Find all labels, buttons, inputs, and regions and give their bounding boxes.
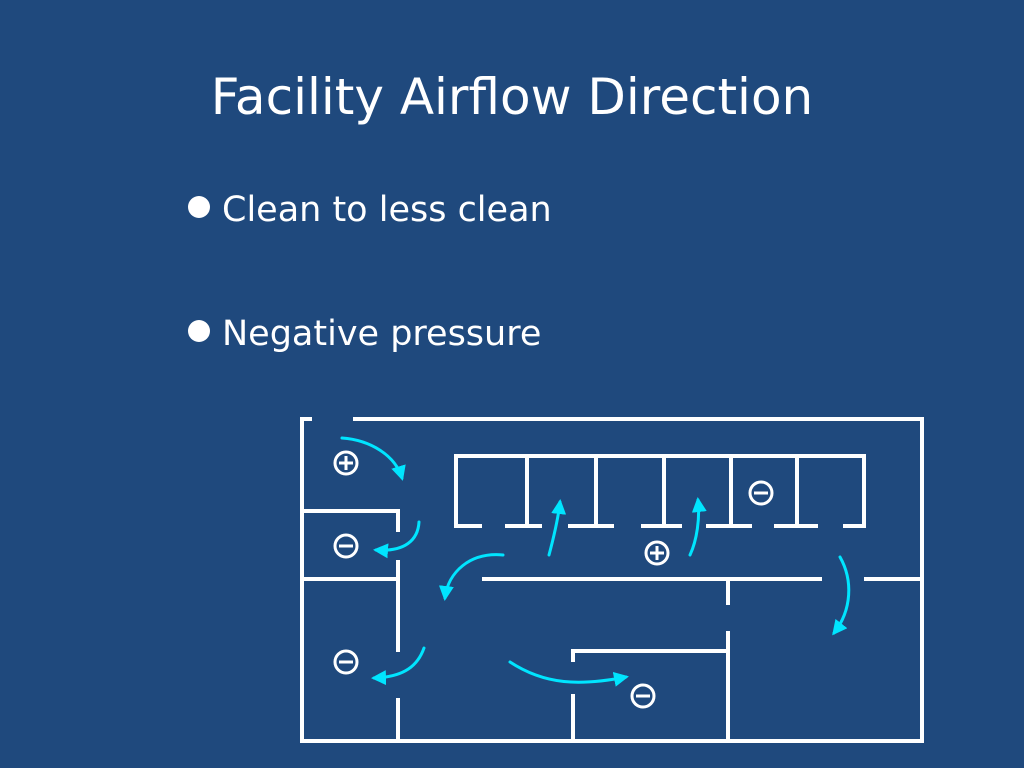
pressure-markers xyxy=(333,450,774,709)
airflow-arrow xyxy=(508,660,629,687)
upper-rooms-left xyxy=(454,454,482,528)
plus-circle-icon xyxy=(333,450,359,476)
left-room-divider-1 xyxy=(300,509,400,532)
left-room-divider-2 xyxy=(300,577,400,652)
outer-wall-top xyxy=(300,417,924,743)
upper-rooms-right xyxy=(843,454,866,528)
bullet-dot-icon xyxy=(188,320,210,342)
airflow-arrows xyxy=(340,436,851,687)
bullet-text: Negative pressure xyxy=(222,314,542,354)
minus-circle-icon xyxy=(333,533,359,559)
bullet-item: Clean to less clean xyxy=(186,186,552,234)
airflow-arrow xyxy=(438,553,505,601)
bullet-dot-icon xyxy=(188,196,210,218)
airflow-arrow xyxy=(373,520,421,559)
bullet-list: Clean to less clean Negative pressure xyxy=(186,186,552,434)
floor-plan-walls xyxy=(300,417,924,743)
minus-circle-icon xyxy=(748,480,774,506)
bullet-text: Clean to less clean xyxy=(222,190,552,230)
airflow-arrow xyxy=(340,436,406,481)
minus-circle-icon xyxy=(630,683,656,709)
airflow-arrow xyxy=(371,646,426,686)
bullet-item: Negative pressure xyxy=(186,310,552,358)
slide-title: Facility Airflow Direction xyxy=(210,68,814,126)
plus-circle-icon xyxy=(644,540,670,566)
airflow-arrow xyxy=(832,555,851,636)
minus-circle-icon xyxy=(333,649,359,675)
airflow-arrow xyxy=(547,499,567,557)
airflow-arrow xyxy=(688,497,707,557)
